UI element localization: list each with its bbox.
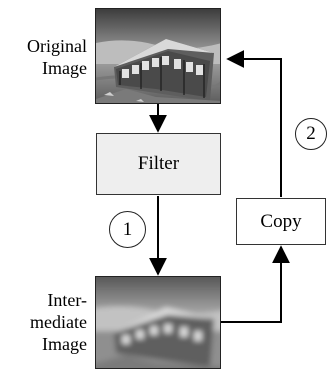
copy-box: Copy [236,198,326,245]
original-label-line2: Image [42,58,87,78]
filter-label: Filter [137,153,180,174]
arrow-copy-to-original [226,50,282,197]
intermediate-label-line2: mediate [30,312,87,332]
arrow-intermediate-to-copy [221,245,290,323]
step-2-marker: 2 [295,118,327,150]
step-2-label: 2 [306,123,316,144]
original-image [95,8,221,104]
original-image-label: Original Image [27,35,87,79]
intermediate-label-line3: Image [42,334,87,354]
intermediate-label-line1: Inter- [47,290,87,310]
step-1-marker: 1 [109,211,146,248]
intermediate-image-label: Inter- mediate Image [30,289,87,355]
step-1-label: 1 [122,218,133,240]
intermediate-image [95,276,221,369]
copy-label: Copy [260,210,302,232]
original-label-line1: Original [27,36,87,56]
filter-box: Filter [96,133,221,195]
